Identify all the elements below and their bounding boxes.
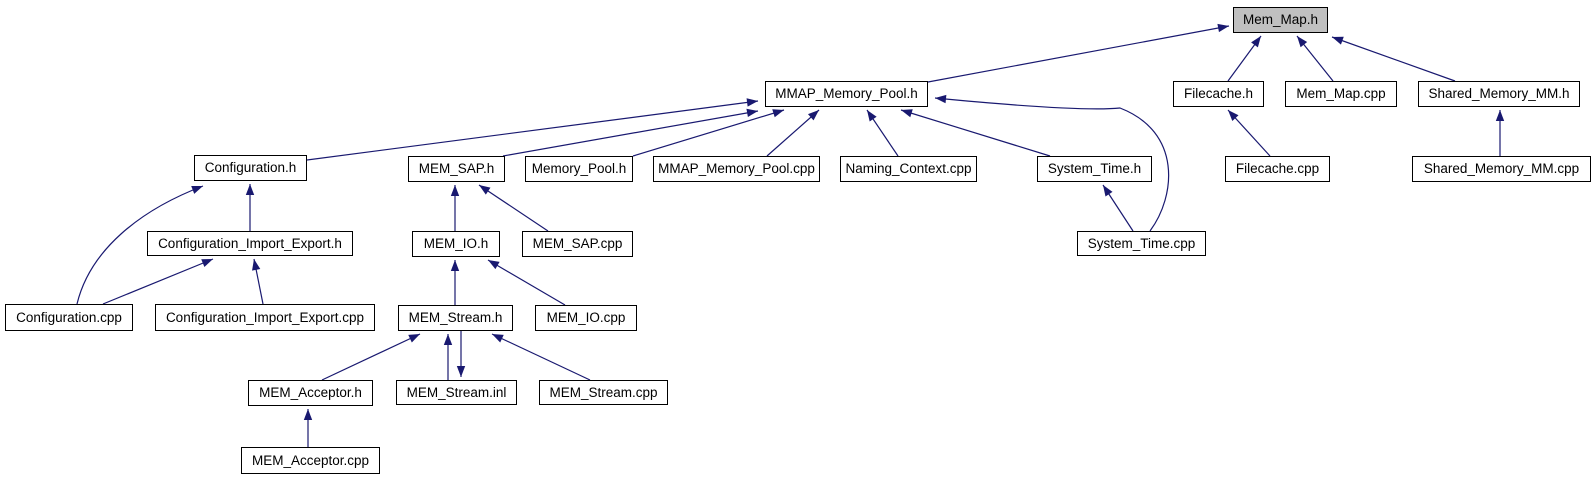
graph-node-configuration-import-export-cpp[interactable]: Configuration_Import_Export.cpp [155,304,375,331]
graph-arrowhead-filecache-h [1228,110,1239,121]
graph-arrowhead-configuration-h [191,185,203,194]
graph-edge-configuration-cpp-to-configuration-import-export-h [102,258,214,305]
graph-node-mem-io-cpp[interactable]: MEM_IO.cpp [535,305,637,331]
graph-arrowhead-system-time-h [1103,185,1113,197]
graph-edge-system-time-cpp-to-mmap-memory-pool-h [934,97,1170,232]
graph-node-mem-acceptor-cpp[interactable]: MEM_Acceptor.cpp [241,447,380,474]
graph-node-mmap-memory-pool-cpp[interactable]: MMAP_Memory_Pool.cpp [653,156,820,182]
graph-arrowhead-shared-memory-mm-h [1495,110,1505,121]
graph-edge-mem-sap-h-to-mmap-memory-pool-h [502,110,759,157]
graph-arrowhead-mem-map-h [1251,36,1261,48]
graph-node-configuration-cpp[interactable]: Configuration.cpp [5,304,133,331]
graph-edge-configuration-cpp-to-configuration-h [76,185,204,305]
graph-edge-mem-io-cpp-to-mem-io-h [487,259,566,306]
graph-edge-mem-acceptor-h-to-mem-stream-h [321,333,421,381]
graph-arrowhead-mem-stream-inl [456,366,466,377]
graph-node-configuration-h[interactable]: Configuration.h [194,155,307,181]
graph-edge-shared-memory-mm-h-to-mem-map-h [1331,36,1456,82]
graph-arrowhead-mmap-memory-pool-h [867,110,877,122]
graph-node-mem-map-h: Mem_Map.h [1233,7,1328,33]
graph-arrowhead-mem-io-h [488,260,500,270]
graph-arrowhead-mem-sap-h [450,185,460,196]
graph-arrowhead-mem-io-h [450,260,460,271]
graph-arrowhead-mmap-memory-pool-h [746,108,758,118]
graph-node-shared-memory-mm-cpp[interactable]: Shared_Memory_MM.cpp [1412,156,1591,182]
graph-node-naming-context-cpp[interactable]: Naming_Context.cpp [840,156,977,182]
graph-node-system-time-h[interactable]: System_Time.h [1037,156,1152,182]
graph-node-configuration-import-export-h[interactable]: Configuration_Import_Export.h [147,231,353,256]
graph-arrowhead-configuration-h [245,184,255,195]
graph-edge-mem-sap-cpp-to-mem-sap-h [478,184,549,232]
graph-node-mem-stream-inl[interactable]: MEM_Stream.inl [396,380,517,405]
graph-node-mem-sap-cpp[interactable]: MEM_SAP.cpp [522,231,633,257]
graph-edge-configuration-h-to-mmap-memory-pool-h [306,100,759,161]
graph-node-mmap-memory-pool-h[interactable]: MMAP_Memory_Pool.h [765,81,928,107]
graph-node-system-time-cpp[interactable]: System_Time.cpp [1077,231,1206,256]
graph-node-mem-io-h[interactable]: MEM_IO.h [412,231,500,257]
graph-arrowhead-mmap-memory-pool-h [935,94,947,104]
graph-node-mem-stream-h[interactable]: MEM_Stream.h [398,305,513,331]
graph-edge-system-time-h-to-mmap-memory-pool-h [900,109,1051,157]
graph-arrowhead-configuration-import-export-h [201,259,213,268]
graph-edge-memory-pool-h-to-mmap-memory-pool-h [632,109,785,157]
graph-arrowhead-mmap-memory-pool-h [746,98,758,107]
graph-arrowhead-mem-map-h [1217,23,1229,33]
graph-node-mem-acceptor-h[interactable]: MEM_Acceptor.h [248,380,373,406]
graph-node-shared-memory-mm-h[interactable]: Shared_Memory_MM.h [1418,81,1580,107]
graph-arrowhead-mem-stream-h [492,334,504,343]
graph-edge-mmap-memory-pool-cpp-to-mmap-memory-pool-h [766,109,820,157]
graph-arrowhead-mem-sap-h [479,185,491,195]
graph-arrowhead-mem-map-h [1297,36,1308,48]
graph-node-mem-stream-cpp[interactable]: MEM_Stream.cpp [539,380,668,405]
graph-node-mem-map-cpp[interactable]: Mem_Map.cpp [1285,81,1397,107]
graph-arrowhead-mmap-memory-pool-h [772,109,784,118]
graph-arrowhead-configuration-import-export-h [252,259,261,271]
graph-arrowhead-mem-acceptor-h [303,409,313,420]
graph-node-memory-pool-h[interactable]: Memory_Pool.h [525,156,633,182]
graph-arrowhead-mmap-memory-pool-h [807,110,819,121]
graph-edge-mmap-memory-pool-h-to-mem-map-h [927,25,1230,83]
graph-arrowhead-mem-stream-h [443,334,453,345]
graph-edge-mem-stream-cpp-to-mem-stream-h [491,333,591,381]
graph-node-filecache-cpp[interactable]: Filecache.cpp [1225,156,1330,182]
graph-arrowhead-mmap-memory-pool-h [901,109,913,118]
graph-arrowhead-mem-stream-h [408,334,420,343]
graph-arrowhead-mem-map-h [1332,36,1344,45]
graph-node-filecache-h[interactable]: Filecache.h [1173,81,1264,107]
graph-node-mem-sap-h[interactable]: MEM_SAP.h [408,156,505,182]
